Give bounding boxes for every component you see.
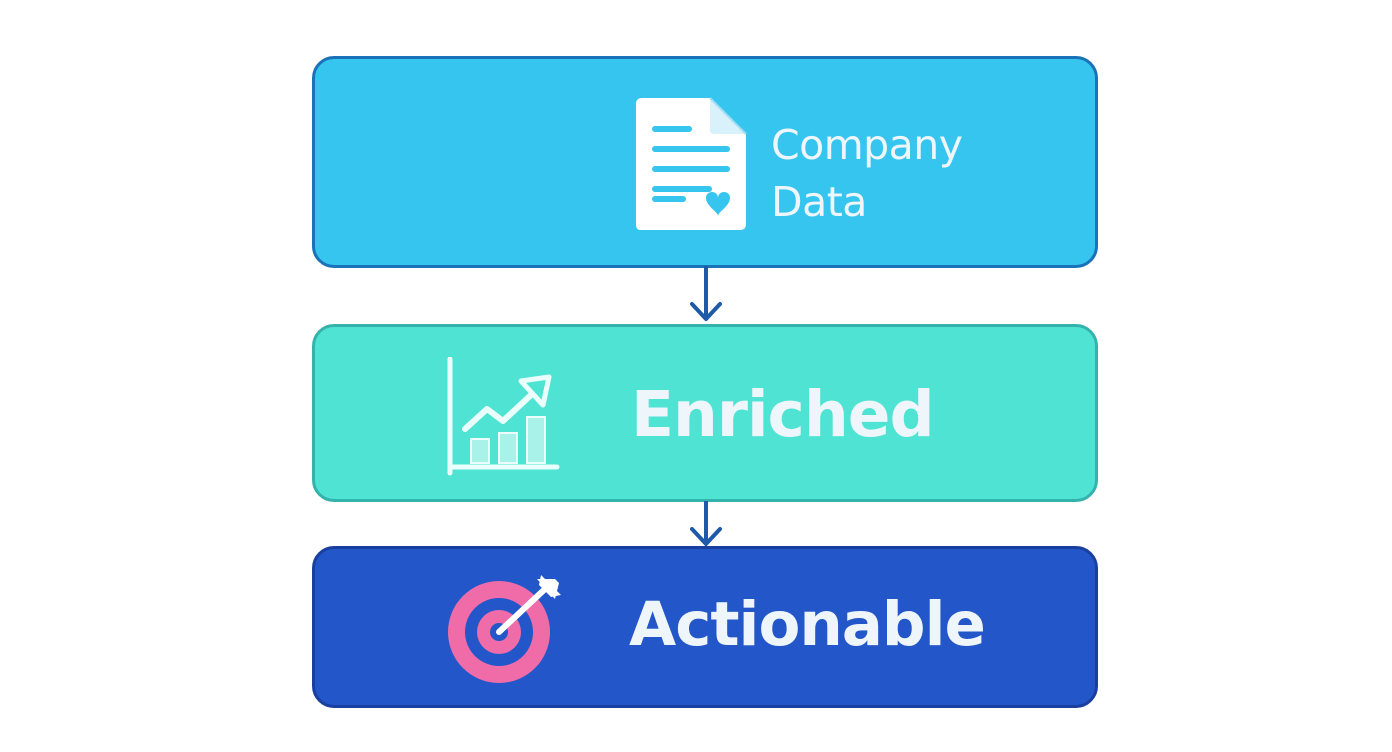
arrow-down-1 — [690, 266, 722, 321]
document-heart-icon — [636, 97, 747, 230]
step-enriched: Enriched — [312, 324, 1098, 502]
step-actionable: Actionable — [312, 546, 1098, 708]
enriched-label: Enriched — [631, 378, 935, 451]
company-label-line2: Data — [771, 178, 867, 226]
company-label-line1: Company — [771, 121, 963, 169]
arrow-down-2 — [690, 501, 722, 546]
target-arrow-icon — [448, 575, 561, 683]
chart-growth-icon — [447, 357, 560, 476]
company-data-label: Company Data — [771, 117, 963, 231]
step-company-data: Company Data — [312, 56, 1098, 268]
actionable-label: Actionable — [629, 589, 986, 660]
